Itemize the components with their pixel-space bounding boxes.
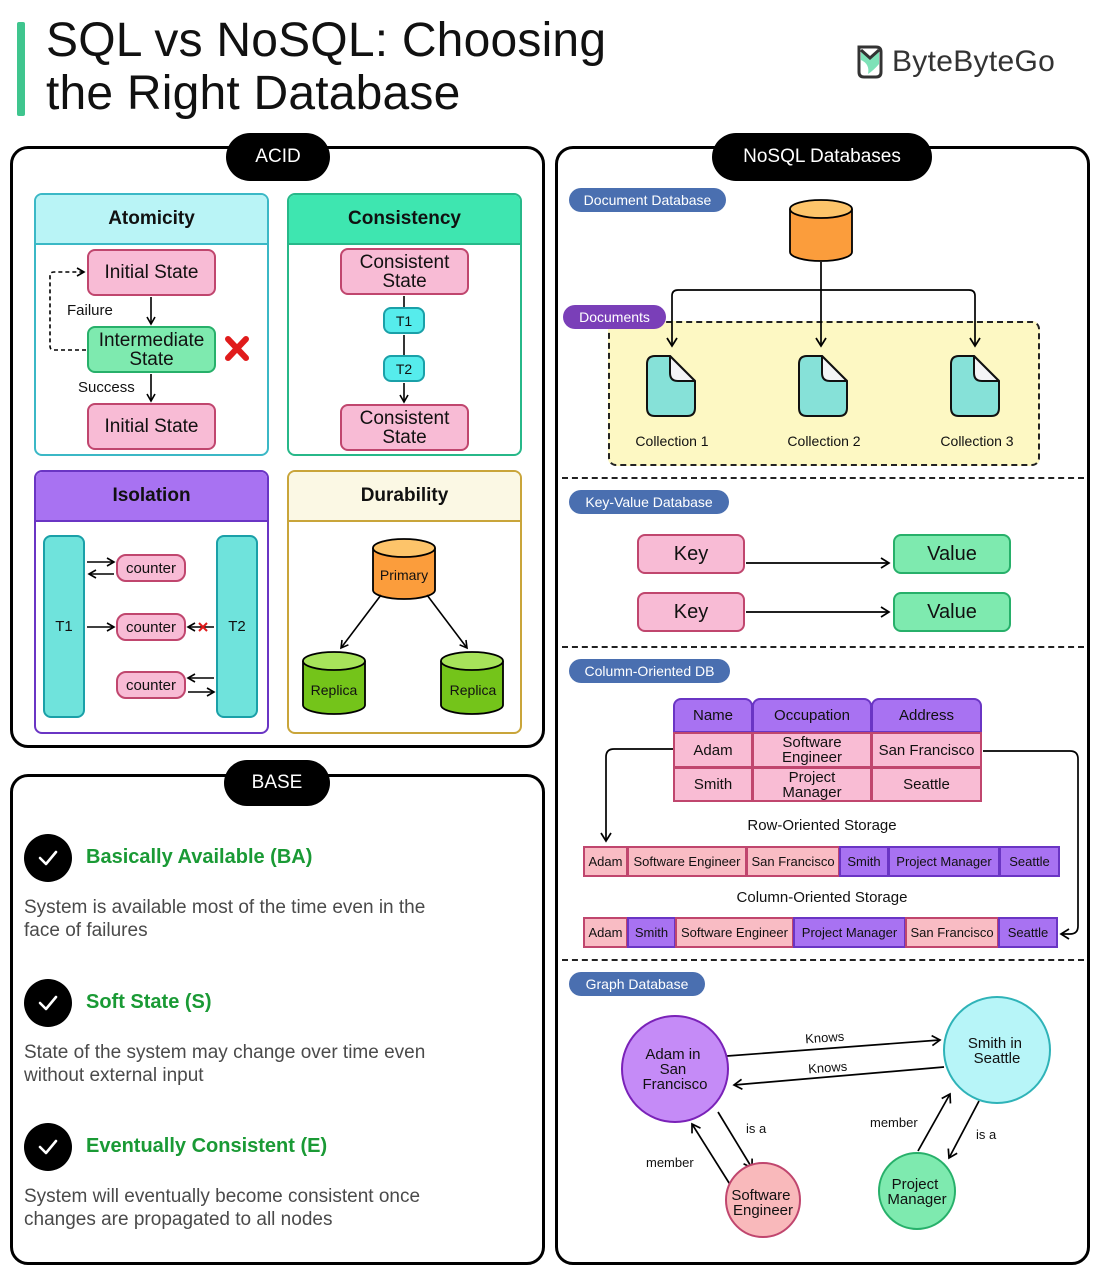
brand-logo: ByteByteGo bbox=[856, 44, 1055, 80]
storage-cell: Project Manager bbox=[793, 917, 906, 948]
storage-cell: San Francisco bbox=[746, 846, 840, 877]
atomicity-title: Atomicity bbox=[36, 195, 267, 245]
failure-label: Failure bbox=[67, 302, 113, 319]
replica-db-label-1: Replica bbox=[310, 682, 358, 698]
table-cell-occupation: Project Manager bbox=[752, 767, 872, 802]
collection-label-2: Collection 2 bbox=[787, 433, 861, 449]
isolation-t2-bar: T2 bbox=[216, 535, 258, 718]
base-item-title: Eventually Consistent (E) bbox=[86, 1135, 328, 1157]
isolation-counter-3: counter bbox=[116, 671, 186, 699]
kv-key-1: Key bbox=[637, 534, 745, 574]
success-label: Success bbox=[78, 379, 135, 396]
collection-label-3: Collection 3 bbox=[940, 433, 1014, 449]
base-item-title: Basically Available (BA) bbox=[86, 846, 313, 868]
table-cell-name: Smith bbox=[673, 767, 753, 802]
column-oriented-db-tag: Column-Oriented DB bbox=[569, 659, 730, 683]
collection-label-1: Collection 1 bbox=[635, 433, 709, 449]
table-cell-name: Adam bbox=[673, 732, 753, 768]
isolation-counter-2: counter bbox=[116, 613, 186, 641]
storage-cell: Project Manager bbox=[888, 846, 1000, 877]
column-oriented-storage-label: Column-Oriented Storage bbox=[736, 889, 908, 906]
bytebytego-logo-icon bbox=[857, 45, 883, 79]
storage-cell: Adam bbox=[583, 917, 628, 948]
page-title-line1: SQL vs NoSQL: Choosing bbox=[46, 14, 607, 67]
nosql-label: NoSQL Databases bbox=[712, 133, 932, 181]
table-header-address: Address bbox=[871, 698, 982, 733]
section-divider-3 bbox=[562, 959, 1084, 961]
base-label: BASE bbox=[224, 760, 330, 806]
storage-cell: San Francisco bbox=[905, 917, 999, 948]
storage-cell: Software Engineer bbox=[675, 917, 794, 948]
storage-cell: Seattle bbox=[999, 846, 1060, 877]
document-database-tag: Document Database bbox=[569, 188, 726, 212]
consistency-t1: T1 bbox=[383, 307, 425, 334]
kv-value-2: Value bbox=[893, 592, 1011, 632]
documents-tag: Documents bbox=[563, 305, 666, 329]
consistency-t2: T2 bbox=[383, 355, 425, 382]
base-item-title: Soft State (S) bbox=[86, 991, 212, 1013]
base-item-description: System is available most of the time eve… bbox=[24, 897, 426, 941]
kv-value-1: Value bbox=[893, 534, 1011, 574]
table-cell-address: San Francisco bbox=[871, 732, 982, 768]
isolation-t1-bar: T1 bbox=[43, 535, 85, 718]
check-icon bbox=[24, 1123, 72, 1171]
base-item-description: System will eventually become consistent… bbox=[24, 1186, 421, 1230]
base-item-description: State of the system may change over time… bbox=[24, 1042, 426, 1086]
storage-cell: Smith bbox=[839, 846, 889, 877]
table-header-name: Name bbox=[673, 698, 753, 733]
page-title-line2: the Right Database bbox=[46, 67, 461, 120]
atomicity-intermediate-state: Intermediate State bbox=[87, 326, 216, 373]
table-cell-address: Seattle bbox=[871, 767, 982, 802]
atomicity-initial-state: Initial State bbox=[87, 249, 216, 296]
section-divider-1 bbox=[562, 477, 1084, 479]
row-oriented-storage-label: Row-Oriented Storage bbox=[747, 817, 897, 834]
storage-cell: Seattle bbox=[998, 917, 1058, 948]
consistency-state-top: Consistent State bbox=[340, 248, 469, 295]
brand-name: ByteByteGo bbox=[892, 45, 1056, 78]
storage-cell: Smith bbox=[627, 917, 676, 948]
replica-db-label-2: Replica bbox=[449, 682, 497, 698]
isolation-title: Isolation bbox=[36, 472, 267, 522]
storage-cell: Adam bbox=[583, 846, 628, 877]
isolation-counter-1: counter bbox=[116, 554, 186, 582]
section-divider-2 bbox=[562, 646, 1084, 648]
base-panel bbox=[10, 774, 545, 1265]
page-title: SQL vs NoSQL: Choosing the Right Databas… bbox=[46, 14, 606, 120]
check-icon bbox=[24, 979, 72, 1027]
acid-label: ACID bbox=[226, 133, 330, 181]
table-cell-occupation: Software Engineer bbox=[752, 732, 872, 768]
kv-key-2: Key bbox=[637, 592, 745, 632]
table-header-occupation: Occupation bbox=[752, 698, 872, 733]
consistency-title: Consistency bbox=[289, 195, 520, 245]
consistency-state-bottom: Consistent State bbox=[340, 404, 469, 451]
primary-db-label: Primary bbox=[379, 567, 429, 583]
storage-cell: Software Engineer bbox=[627, 846, 747, 877]
key-value-database-tag: Key-Value Database bbox=[569, 490, 729, 514]
durability-title: Durability bbox=[289, 472, 520, 522]
check-icon bbox=[24, 834, 72, 882]
graph-database-tag: Graph Database bbox=[569, 972, 705, 996]
title-accent-bar bbox=[17, 22, 25, 116]
atomicity-final-state: Initial State bbox=[87, 403, 216, 450]
